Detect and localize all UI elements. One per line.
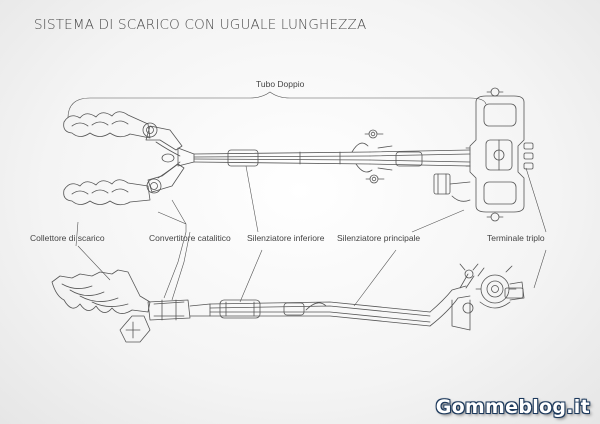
side-manifold (51, 269, 151, 343)
top-valve (433, 173, 471, 202)
side-rear-muffler (459, 263, 525, 309)
top-hangers (364, 129, 385, 184)
top-view-exhaust (63, 87, 534, 222)
top-main-muffler (465, 95, 525, 213)
top-twin-pipe (193, 142, 471, 173)
label-silenziatore-principale: Silenziatore principale (337, 233, 421, 243)
top-tailpipes (486, 87, 534, 222)
label-tubo-doppio: Tubo Doppio (256, 79, 305, 89)
label-terminale: Terminale triplo (487, 233, 545, 243)
side-view-exhaust (51, 263, 525, 343)
label-convertitore: Convertitore catalitico (149, 233, 231, 243)
label-collettore: Collettore di scarico (30, 233, 105, 243)
label-silenziatore-inferiore: Silenziatore inferiore (247, 233, 325, 243)
side-catalytic-converters (147, 299, 211, 321)
leader-lines (67, 91, 547, 307)
top-manifold-lower (63, 178, 162, 206)
side-pipe (209, 273, 475, 331)
watermark: Gommeblog.it (435, 396, 590, 418)
diagram-title: SISTEMA DI SCARICO CON UGUALE LUNGHEZZA (34, 17, 367, 33)
top-manifold-upper (63, 111, 158, 139)
